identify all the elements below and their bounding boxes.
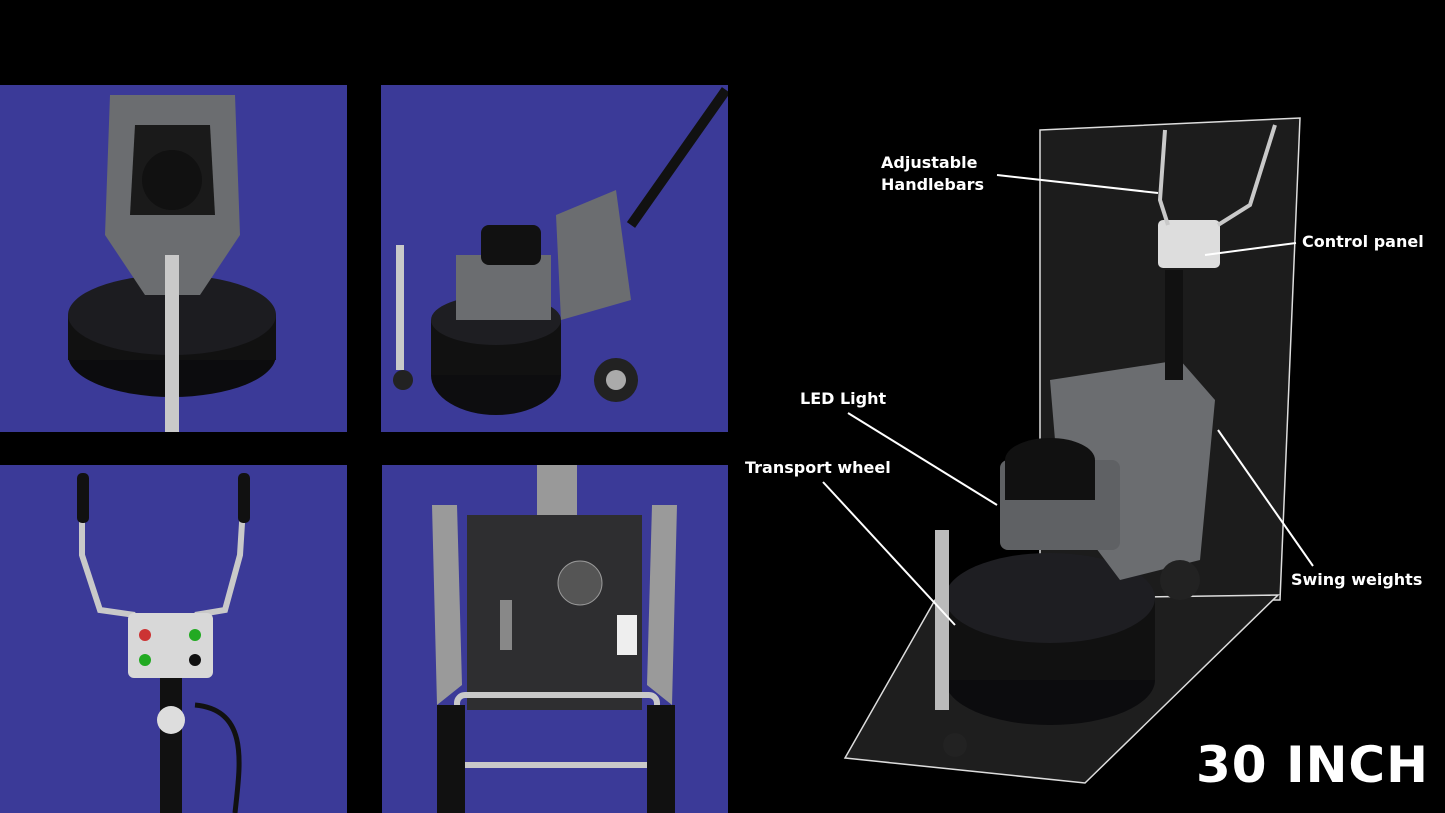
photo-rear-view	[382, 465, 728, 813]
machine-image	[935, 124, 1277, 757]
callout-text: Adjustable	[881, 153, 978, 172]
callout-swing-weights: Swing weights	[1291, 570, 1423, 589]
photo-front-view	[0, 85, 347, 432]
machine-front-image	[68, 95, 276, 432]
callout-transport-wheel: Transport wheel	[745, 458, 891, 477]
photo-side-view	[381, 85, 728, 432]
machine-handlebar-image	[77, 473, 250, 813]
callout-adjustable-handlebars: Adjustable Handlebars	[881, 152, 984, 196]
machine-side-image	[393, 87, 728, 415]
size-label: 30 INCH	[1196, 736, 1429, 794]
callout-lines	[822, 174, 1314, 626]
photo-handlebar-view	[0, 465, 347, 813]
callout-control-panel: Control panel	[1302, 232, 1424, 251]
callout-text: Handlebars	[881, 175, 985, 194]
machine-rear-image	[432, 465, 677, 813]
callout-led-light: LED Light	[800, 389, 887, 408]
